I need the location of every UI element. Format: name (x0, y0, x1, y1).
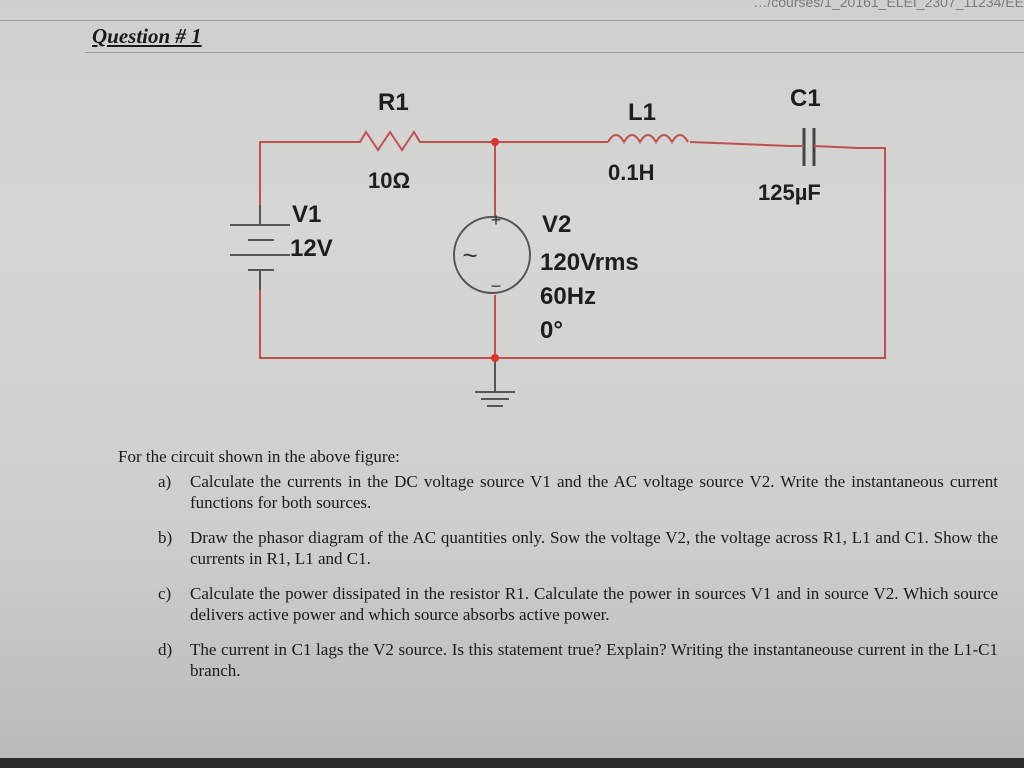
question-text: The current in C1 lags the V2 source. Is… (190, 640, 998, 680)
question-item-b: b) Draw the phasor diagram of the AC qua… (118, 527, 998, 569)
c1-value: 125µF (758, 180, 821, 205)
top-divider (0, 20, 1024, 21)
question-label: c) (158, 584, 172, 603)
circuit-diagram: R1 10Ω L1 0.1H C1 125µF V1 12V + ~ − V2 … (230, 85, 886, 407)
question-label: d) (158, 640, 173, 659)
questions-intro: For the circuit shown in the above figur… (118, 447, 400, 466)
v2-name: V2 (542, 211, 571, 238)
node-top (491, 138, 499, 146)
ground-symbol (475, 358, 515, 407)
v2-wave-icon: ~ (462, 240, 477, 270)
question-item-d: d) The current in C1 lags the V2 source.… (118, 639, 998, 681)
v1-battery-symbol (230, 205, 290, 290)
screen-bottom-edge (0, 758, 1024, 768)
v1-name: V1 (292, 201, 321, 228)
v2-plus-sign: + (491, 210, 502, 230)
v2-ac-source-symbol (453, 216, 531, 294)
question-item-a: a) Calculate the currents in the DC volt… (118, 471, 998, 513)
wire-loop (259, 147, 886, 359)
wire-left-top (259, 141, 345, 205)
question-text: Calculate the power dissipated in the re… (190, 584, 998, 624)
title-divider (85, 52, 1024, 53)
v2-value: 120Vrms (540, 249, 639, 276)
v2-minus-sign: − (491, 276, 502, 296)
c1-capacitor-symbol (802, 128, 816, 166)
v2-phase: 0° (540, 317, 563, 344)
l1-inductor-symbol (607, 134, 689, 145)
question-label: a) (158, 472, 172, 491)
question-item-c: c) Calculate the power dissipated in the… (118, 583, 998, 625)
l1-value: 0.1H (608, 160, 654, 185)
node-bottom (491, 354, 499, 362)
r1-resistor-symbol (345, 130, 428, 152)
questions-section: For the circuit shown in the above figur… (118, 446, 998, 695)
c1-name: C1 (790, 85, 821, 112)
question-text: Draw the phasor diagram of the AC quanti… (190, 528, 998, 568)
browser-url-fragment: …/courses/1_20161_ELEI_2307_11234/EE (753, 0, 1024, 10)
question-text: Calculate the currents in the DC voltage… (190, 472, 998, 512)
v2-frequency: 60Hz (540, 283, 596, 310)
question-label: b) (158, 528, 173, 547)
r1-value: 10Ω (368, 168, 410, 193)
l1-name: L1 (628, 99, 656, 126)
wire-l1-c1 (689, 141, 791, 147)
r1-name: R1 (378, 89, 409, 116)
question-title: Question # 1 (92, 24, 202, 48)
v1-value: 12V (290, 235, 333, 262)
